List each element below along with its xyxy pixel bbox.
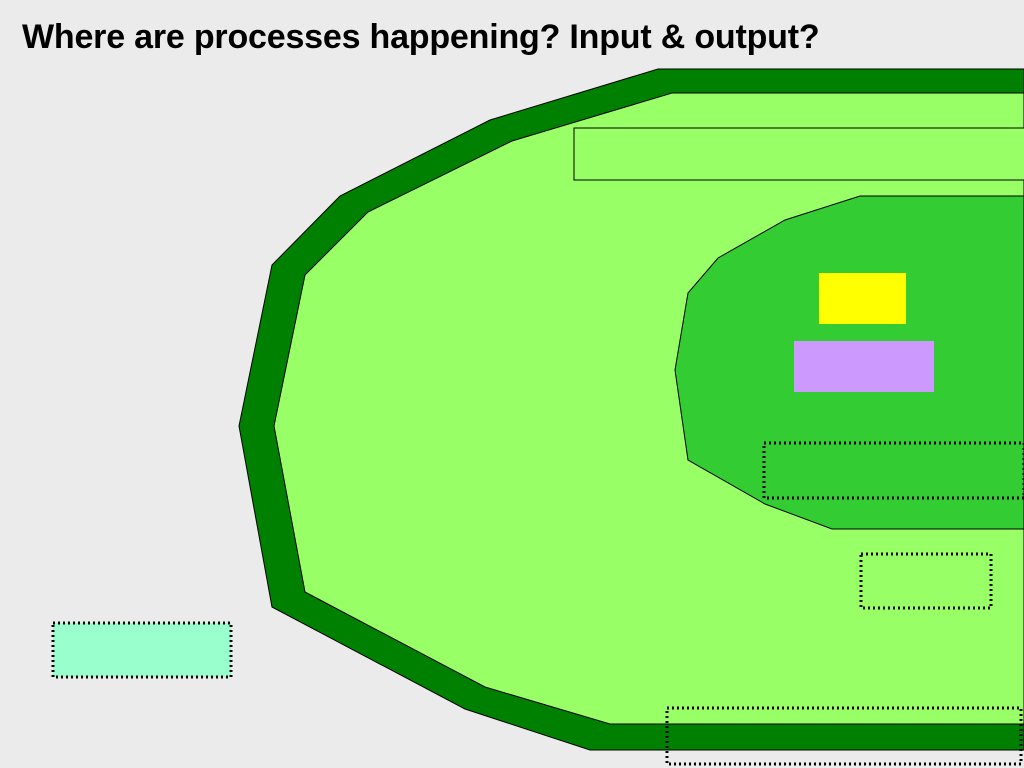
purple-label-box [794,341,934,392]
upper-band-box [573,127,1024,181]
cytoplasm-dotted-box [859,552,993,610]
yellow-label-box [819,273,906,324]
slide-title: Where are processes happening? Input & o… [22,18,820,56]
chloroplast-dotted-box [762,441,1024,500]
bottom-dotted-box [665,706,1023,766]
outside-dotted-box [51,621,233,679]
